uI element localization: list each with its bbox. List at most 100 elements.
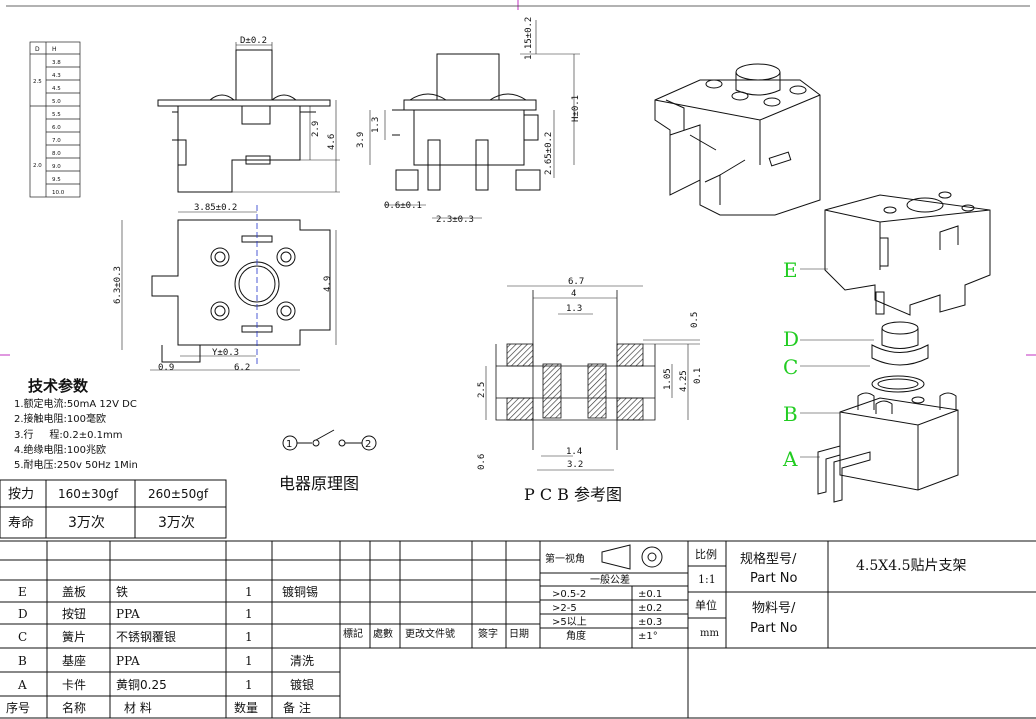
tolerance-value: ±0.3 bbox=[638, 617, 662, 628]
life-label: 寿命 bbox=[8, 515, 34, 531]
dim-plan-09: 0.9 bbox=[158, 363, 174, 373]
dim-pcb-06: 0.6 bbox=[477, 454, 487, 470]
exploded-leaders bbox=[800, 268, 874, 458]
circuit-title: 电器原理图 bbox=[279, 474, 359, 493]
dh-header-h: H bbox=[52, 46, 57, 53]
dim-front-total: 4.6 bbox=[327, 134, 337, 150]
spec-label-text: Part No bbox=[750, 571, 798, 586]
material-label: 物料号/ Part No bbox=[750, 601, 800, 636]
tolerance-range: 角度 bbox=[566, 629, 586, 642]
dim-pcb-01: 0.1 bbox=[693, 368, 703, 384]
dh-h-value: 4.5 bbox=[52, 86, 61, 92]
spec-item: 2.接触电阻:100毫欧 bbox=[14, 412, 106, 425]
dim-pcb-4: 4 bbox=[571, 289, 576, 299]
bom-cell: PPA bbox=[116, 654, 140, 668]
tolerance-value: ±0.1 bbox=[638, 589, 662, 600]
tolerance-value: ±1° bbox=[638, 631, 658, 642]
revision-header: 標記 bbox=[343, 627, 363, 640]
bom-cell: 1 bbox=[245, 607, 253, 621]
bom-cell: D bbox=[18, 607, 28, 621]
exploded-label-a: A bbox=[782, 447, 798, 471]
dim-pcb-05: 0.5 bbox=[690, 312, 700, 328]
spec-label-text: 规格型号/ bbox=[740, 551, 797, 567]
dh-h-value: 8.0 bbox=[52, 151, 61, 157]
dim-side-b: 2.65±0.2 bbox=[544, 132, 554, 175]
dim-side-23: 2.3±0.3 bbox=[436, 215, 474, 225]
life-value: 3万次 bbox=[158, 515, 195, 531]
force-value: 260±50gf bbox=[148, 487, 209, 501]
dim-plan-63: 6.3±0.3 bbox=[113, 266, 123, 304]
bom-header: 数量 bbox=[234, 700, 258, 715]
spec-item: 4.绝缘电阻:100兆欧 bbox=[14, 443, 106, 456]
tolerance-range: >2-5 bbox=[552, 603, 577, 614]
dim-front-h: 2.9 bbox=[311, 121, 321, 137]
revision-header: 更改文件號 bbox=[405, 627, 455, 640]
force-value: 160±30gf bbox=[58, 487, 119, 501]
spec-label: 规格型号/ Part No bbox=[740, 551, 801, 586]
bom-cell: 簧片 bbox=[62, 629, 86, 644]
bom-cell: 盖板 bbox=[62, 585, 86, 599]
dim-pcb-25: 2.5 bbox=[477, 382, 487, 398]
dh-h-value: 6.0 bbox=[52, 125, 61, 131]
dim-side-39: 3.9 bbox=[356, 132, 366, 148]
dh-h-value: 4.3 bbox=[52, 73, 61, 79]
bom-cell: C bbox=[18, 630, 27, 644]
dh-h-value: 9.5 bbox=[52, 177, 61, 183]
bom-cell: A bbox=[17, 678, 27, 692]
front-dims bbox=[232, 42, 340, 193]
life-value: 3万次 bbox=[68, 515, 105, 531]
force-label: 按力 bbox=[8, 487, 34, 502]
exploded-label-d: D bbox=[783, 327, 799, 351]
bom-header: 备 注 bbox=[283, 700, 311, 715]
bom-header: 名称 bbox=[62, 700, 86, 715]
revision-header: 簽字 bbox=[478, 627, 498, 640]
scale-value: 1:1 bbox=[698, 573, 716, 586]
exploded-label-c: C bbox=[783, 355, 798, 379]
bom-cell: 1 bbox=[245, 630, 253, 644]
bom-cell: 清洗 bbox=[290, 654, 314, 668]
dim-plan-385: 3.85±0.2 bbox=[194, 203, 237, 213]
circuit-pin2: 2 bbox=[365, 439, 371, 450]
dh-table bbox=[29, 41, 81, 198]
scale-label: 比例 bbox=[695, 547, 717, 561]
dim-side-h: H±0.1 bbox=[571, 95, 581, 122]
front-view bbox=[157, 49, 331, 193]
circuit-symbol bbox=[282, 429, 377, 451]
title-block-grid bbox=[0, 540, 1036, 719]
dim-side-13: 1.3 bbox=[371, 117, 381, 133]
bom-header: 材 料 bbox=[124, 701, 152, 715]
projection-circle-inner bbox=[647, 552, 657, 562]
specs-title: 技术参数 bbox=[28, 377, 89, 395]
dim-pcb-32: 3.2 bbox=[567, 460, 583, 470]
bom-cell: B bbox=[18, 654, 27, 668]
tolerance-title: 一般公差 bbox=[590, 573, 630, 586]
exploded-label-b: B bbox=[783, 402, 798, 426]
bom-cell: 卡件 bbox=[62, 678, 86, 692]
bom-cell: 1 bbox=[245, 678, 253, 692]
dim-pcb-67: 6.7 bbox=[568, 277, 584, 287]
material-label-text: Part No bbox=[750, 621, 798, 636]
dh-h-value: 9.0 bbox=[52, 164, 61, 170]
plan-dims bbox=[121, 211, 337, 371]
dim-pcb-13: 1.3 bbox=[566, 304, 582, 314]
bom-cell: 黄铜0.25 bbox=[116, 677, 167, 692]
bom-cell: E bbox=[18, 585, 27, 599]
dim-plan-49: 4.9 bbox=[323, 276, 333, 292]
bom-cell: 镀铜锡 bbox=[282, 584, 318, 599]
iso-exploded bbox=[817, 191, 991, 503]
revision-header: 處數 bbox=[373, 627, 393, 640]
projection-circle-outer bbox=[641, 546, 663, 568]
dh-h-value: 3.8 bbox=[52, 60, 61, 66]
exploded-label-e: E bbox=[783, 258, 798, 282]
circuit-pin1: 1 bbox=[286, 439, 292, 450]
spec-item: 1.额定电流:50mA 12V DC bbox=[14, 397, 137, 410]
pcb-pads bbox=[506, 343, 644, 421]
unit-value: mm bbox=[700, 628, 719, 639]
dim-side-06: 0.6±0.1 bbox=[384, 201, 422, 211]
dim-pcb-425: 4.25 bbox=[679, 370, 689, 392]
projection-symbol bbox=[601, 544, 631, 570]
view-label: 第一视角 bbox=[545, 552, 585, 565]
bom-cell: 镀银 bbox=[290, 678, 314, 692]
pcb-title: P C B 参考图 bbox=[524, 485, 622, 504]
dim-plan-62: 6.2 bbox=[234, 363, 250, 373]
